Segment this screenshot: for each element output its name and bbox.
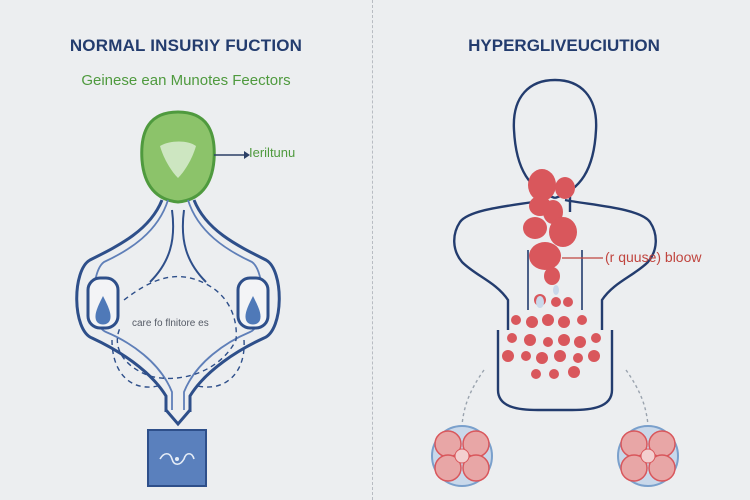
left-chamber-drop	[95, 296, 111, 325]
vessel-cross	[149, 209, 207, 283]
dashed-lower-loop	[111, 339, 245, 388]
right-panel-title: HYPERGLIVEUCIUTION	[468, 36, 660, 55]
cell-cluster-left	[431, 425, 493, 487]
gland-label: Ieriltunu	[249, 145, 296, 160]
green-gland-highlight	[160, 141, 196, 178]
glucose-blobs	[502, 169, 601, 379]
body-inner-line	[527, 250, 583, 310]
panel-divider	[372, 0, 373, 500]
center-label: care fo flnitore es	[132, 318, 209, 329]
cell-cluster-right	[617, 425, 679, 487]
right-cell-connector	[625, 369, 649, 426]
vessel-outline-outer	[75, 199, 281, 412]
right-chamber-drop	[245, 296, 261, 325]
left-panel-title: NORMAL INSURIY FUCTION	[69, 36, 303, 55]
dashed-circulation-loop	[116, 275, 237, 380]
light-droplets	[536, 285, 559, 308]
left-panel-subtitle: Geinese ean Munotes Feectors	[81, 72, 291, 89]
body-silhouette	[453, 78, 657, 330]
down-arrow	[164, 409, 192, 427]
cell-box-dot	[175, 457, 179, 461]
blood-label: (r quuse) bloow	[605, 249, 702, 265]
gland-label-arrowhead	[244, 151, 250, 159]
cell-box-glyph	[159, 452, 195, 466]
body-torso	[496, 330, 614, 412]
left-cell-connector	[461, 369, 485, 426]
